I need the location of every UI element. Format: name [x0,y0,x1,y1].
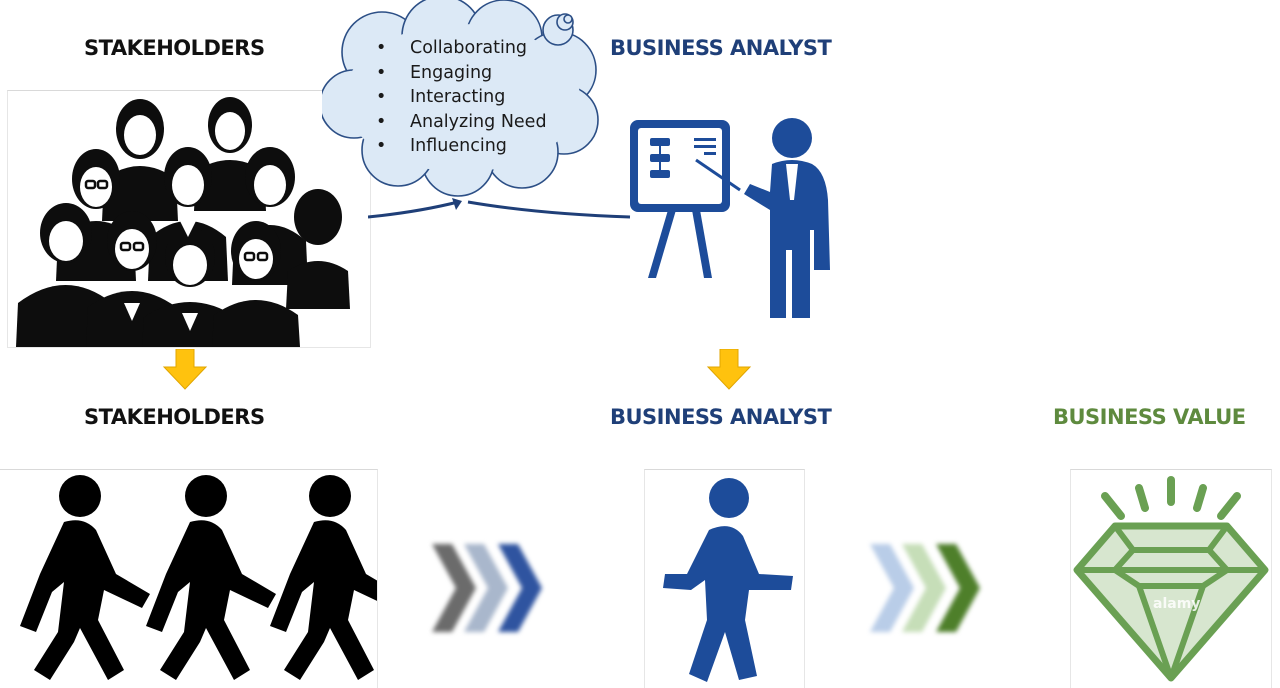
business-value-heading: BUSINESS VALUE [1053,405,1246,429]
walking-person-icon [663,478,793,682]
down-arrow-icon [706,349,752,390]
presenter-whiteboard-icon [630,118,830,318]
business-value-card: alamy [1070,469,1272,688]
cloud-item-interacting: Interacting [370,85,547,110]
chevron-arrows-icon [432,544,542,632]
bottom-stakeholders-heading: STAKEHOLDERS [84,405,265,429]
cloud-item-analyzing-need: Analyzing Need [370,110,547,135]
bottom-analyst-heading: BUSINESS ANALYST [610,405,832,429]
watermark-text: alamy [1153,596,1201,612]
cloud-item-engaging: Engaging [370,61,547,86]
cloud-item-influencing: Influencing [370,134,547,159]
walking-stakeholders-card [0,469,378,688]
walking-person-icon [20,475,377,680]
top-analyst-heading: BUSINESS ANALYST [610,36,832,60]
walking-analyst-card [644,469,805,688]
cloud-bullet-list: Collaborating Engaging Interacting Analy… [370,36,547,159]
stakeholder-crowd-card [7,90,371,348]
chevron-arrows-icon [870,544,980,632]
down-arrow-icon [162,349,208,390]
people-group-icon [16,97,350,347]
connector-arrows [368,198,631,219]
top-stakeholders-heading: STAKEHOLDERS [84,36,265,60]
cloud-item-collaborating: Collaborating [370,36,547,61]
diamond-icon [1073,476,1269,682]
